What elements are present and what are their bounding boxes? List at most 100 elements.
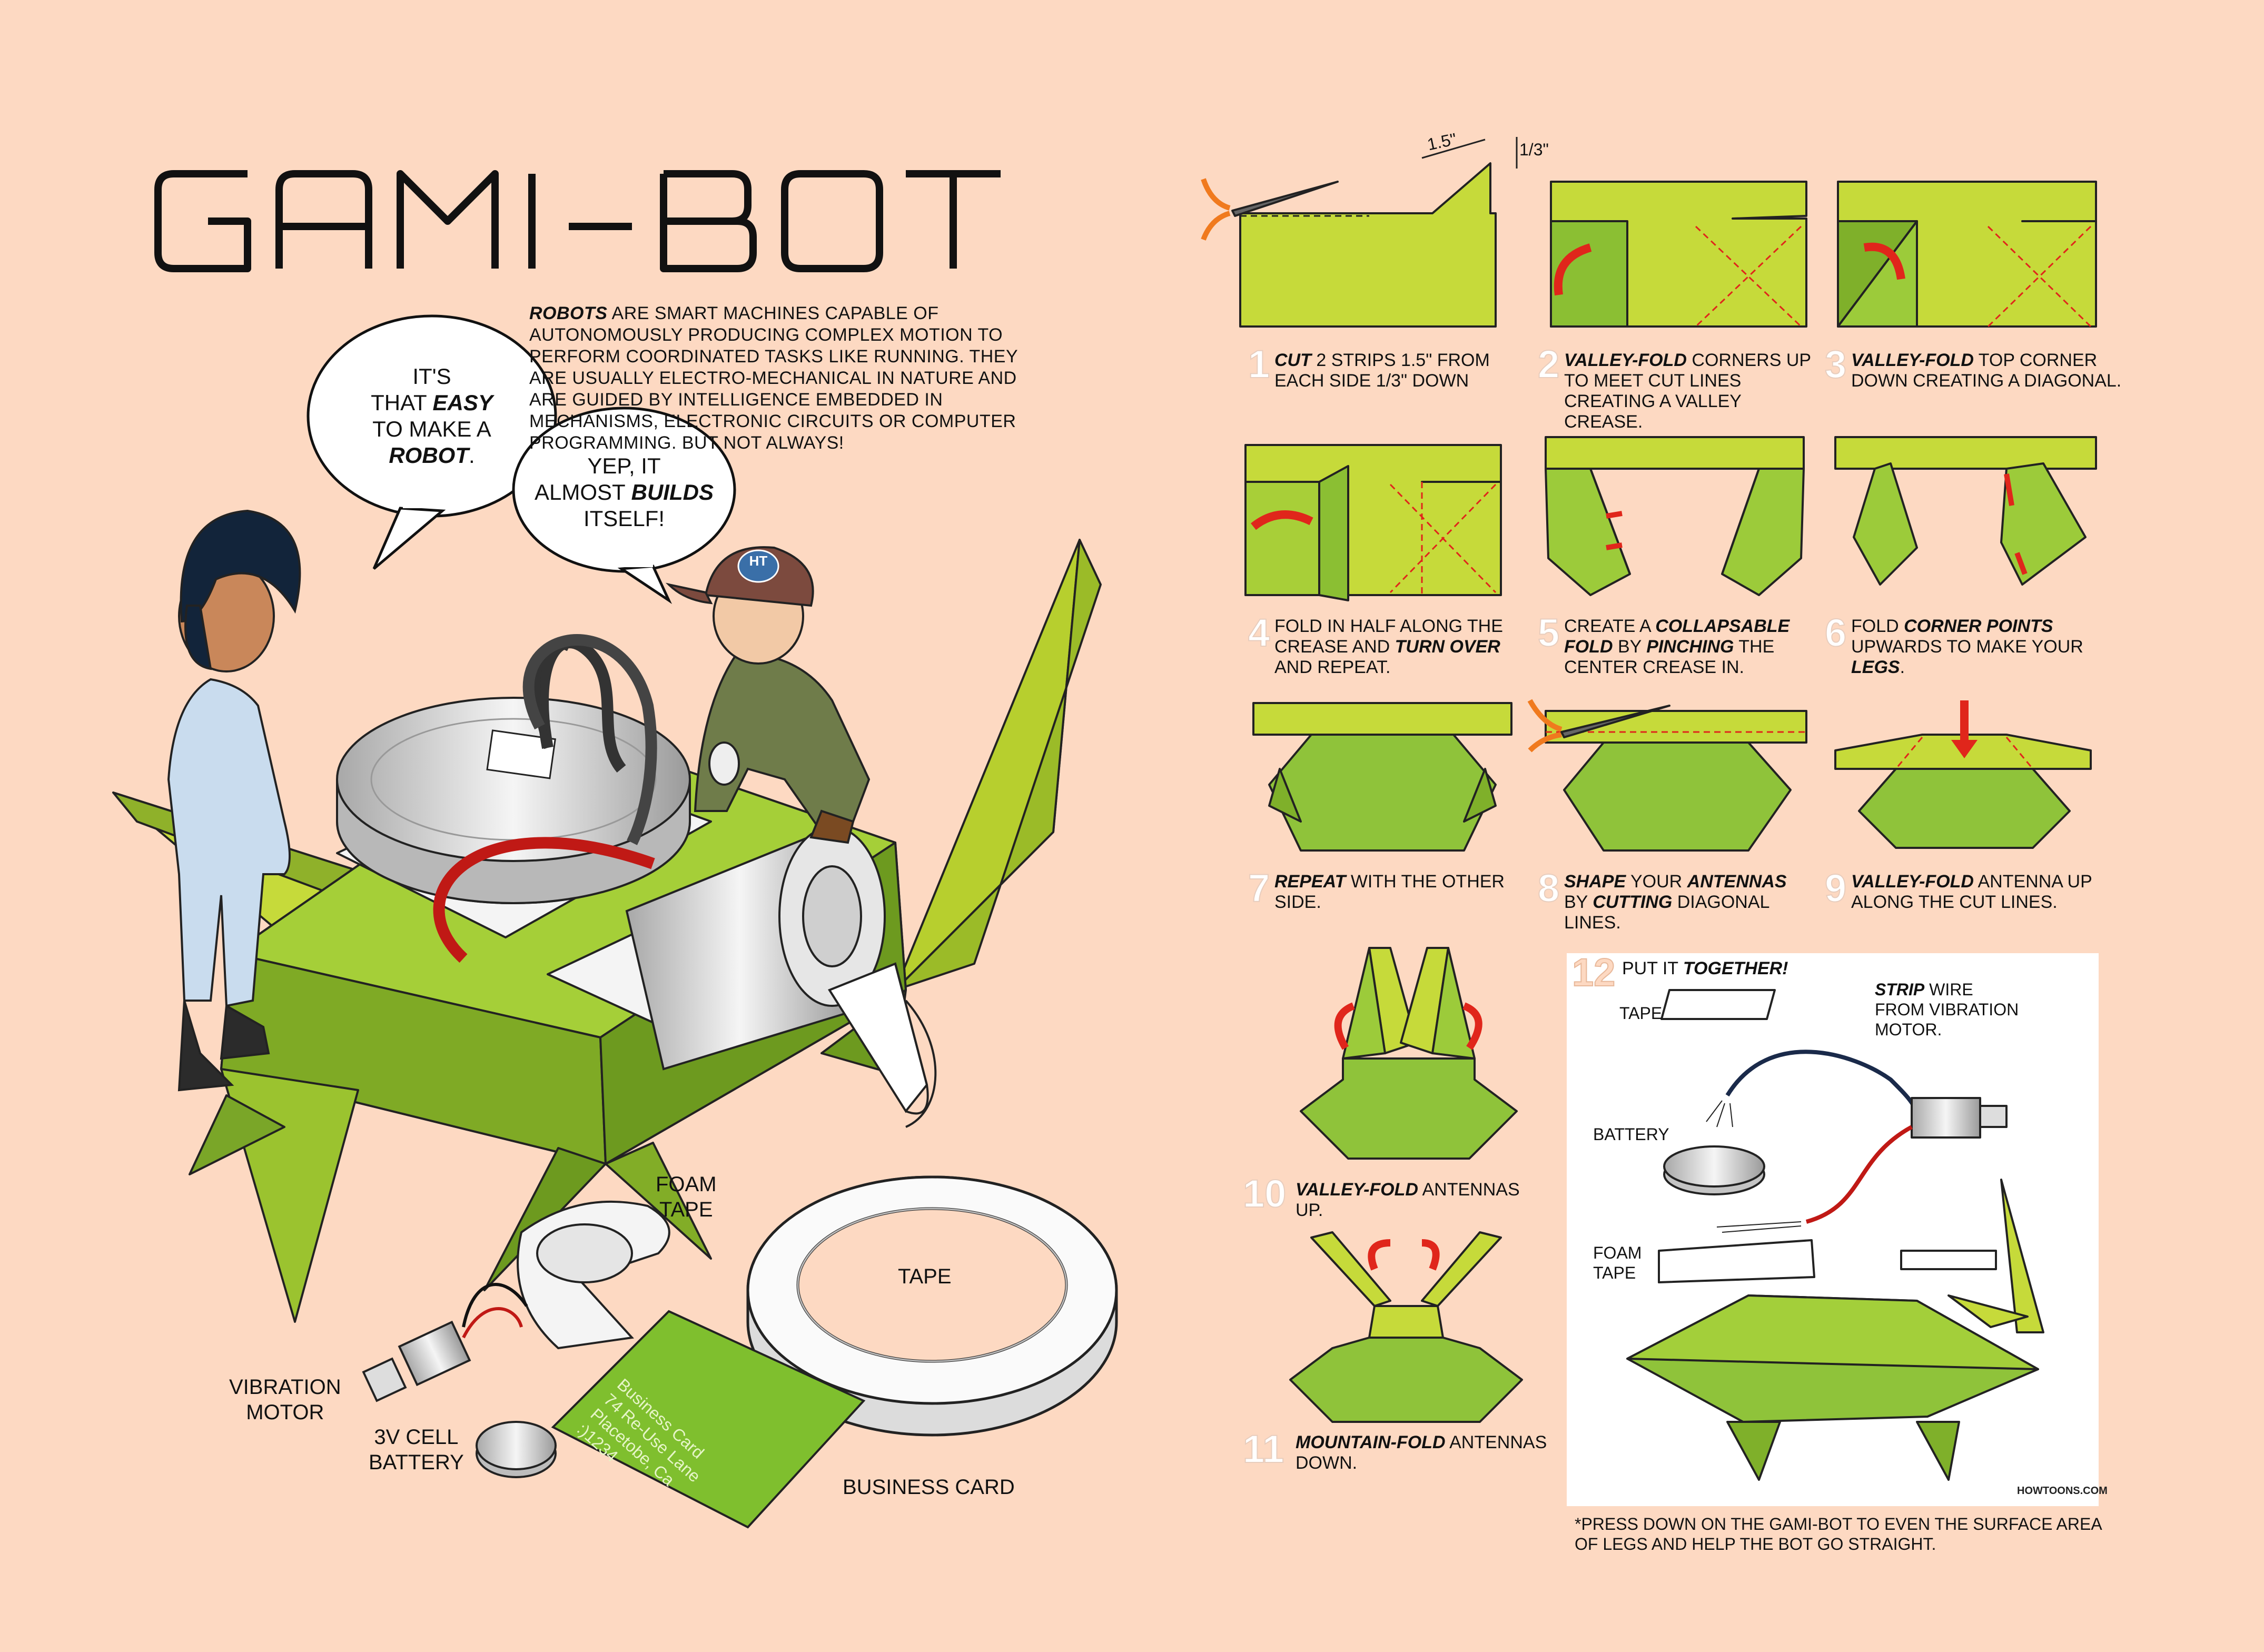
- wires-on-robot: [433, 634, 657, 963]
- step-5-text: CREATE A COLLAPSABLE FOLD BY PINCHING TH…: [1564, 616, 1812, 678]
- business-card-loose: [551, 1310, 866, 1529]
- assembly-strip-line-1: STRIP WIRE: [1875, 980, 2019, 1000]
- step-6-em2: LEGS: [1851, 657, 1900, 677]
- foam-tape-roll: [517, 1200, 670, 1350]
- vibration-motor-label-line-1: VIBRATION: [229, 1376, 341, 1399]
- vibration-motor-label-line-2: MOTOR: [246, 1401, 324, 1424]
- step-8-mid2: BY: [1564, 892, 1593, 912]
- step-2-em: VALLEY-FOLD: [1564, 350, 1687, 370]
- step-10-number: 10: [1242, 1172, 1287, 1215]
- intro-robots-word: ROBOTS: [529, 303, 608, 323]
- step-5-mid: BY: [1613, 637, 1647, 657]
- title-logo: [154, 170, 1001, 272]
- boy-character: [665, 546, 871, 844]
- howtoons-credit: HOWTOONS.COM: [2017, 1485, 2108, 1497]
- assembly-strip-line-2: FROM VIBRATION: [1875, 1000, 2019, 1019]
- step-7-text: REPEAT WITH THE OTHER SIDE.: [1274, 872, 1522, 913]
- step-5-em2: PINCHING: [1646, 637, 1734, 657]
- footnote: *PRESS DOWN ON THE GAMI-BOT TO EVEN THE …: [1575, 1515, 2101, 1554]
- assembly-strip-wire: WIRE: [1924, 980, 1973, 999]
- girl-bubble-line-4: ROBOT.: [337, 442, 527, 469]
- step-8-em: SHAPE: [1564, 872, 1626, 892]
- step-5-em: COLLAPSABLE FOLD: [1564, 616, 1790, 657]
- step-11-text: MOUNTAIN-FOLD ANTENNAS DOWN.: [1296, 1432, 1569, 1473]
- assembly-foam-line-2: TAPE: [1593, 1263, 1636, 1282]
- girl-bubble-text: IT'S THAT EASY TO MAKE A ROBOT.: [337, 363, 527, 469]
- step-3-number: 3: [1824, 342, 1847, 386]
- assembly-foam-line-1: FOAM: [1593, 1243, 1642, 1262]
- girl-bubble-robot: ROBOT: [389, 443, 469, 468]
- battery-label-line-1: 3V CELL: [374, 1426, 459, 1449]
- step-9-text: VALLEY-FOLD ANTENNA UP ALONG THE CUT LIN…: [1851, 872, 2099, 913]
- step-1-em: CUT: [1274, 350, 1311, 370]
- assembly-battery-label: BATTERY: [1593, 1125, 1669, 1144]
- step-4-text: FOLD IN HALF ALONG THE CREASE AND TURN O…: [1274, 616, 1527, 678]
- step-4-diagram: [1244, 444, 1502, 601]
- girl-bubble-line-1: IT'S: [412, 364, 451, 389]
- step-9-em: VALLEY-FOLD: [1851, 872, 1974, 892]
- step-6-diagram: [1834, 436, 2097, 586]
- tape-label: TAPE: [898, 1265, 952, 1288]
- step-10-diagram: [1300, 947, 1518, 1160]
- assembly-put: PUT IT: [1622, 958, 1683, 978]
- step-10-body: ANTENNAS UP.: [1296, 1180, 1520, 1220]
- coin-battery-loose: [476, 1421, 557, 1478]
- step-11-diagram: [1289, 1231, 1523, 1423]
- step-11-number: 11: [1242, 1427, 1284, 1471]
- step-8-text: SHAPE YOUR ANTENNAS BY CUTTING DIAGONAL …: [1564, 872, 1812, 933]
- step-7-diagram: [1252, 702, 1512, 852]
- assembly-strip-label: STRIP WIRE FROM VIBRATION MOTOR.: [1875, 980, 2019, 1040]
- boy-bubble-almost: ALMOST: [535, 480, 631, 504]
- assembly-strip-line-3: MOTOR.: [1875, 1020, 1942, 1039]
- step-1-number: 1: [1248, 342, 1270, 386]
- speech-bubble-girl: [307, 314, 557, 570]
- girl-bubble-period: .: [468, 443, 475, 468]
- foam-tape-label-line-1: FOAM: [656, 1173, 717, 1196]
- step-6-body: .: [1900, 657, 1905, 677]
- speech-bubble-boy: [512, 407, 736, 604]
- girl-bubble-easy: EASY: [432, 390, 493, 415]
- step-10-text: VALLEY-FOLD ANTENNAS UP.: [1296, 1180, 1548, 1221]
- step-5-number: 5: [1537, 611, 1560, 655]
- foam-tape-label-line-2: TAPE: [659, 1198, 713, 1221]
- girl-bubble-that: THAT: [371, 390, 433, 415]
- step-1-body: 2 STRIPS 1.5" FROM EACH SIDE 1/3" DOWN: [1274, 350, 1490, 391]
- assembly-panel: [1567, 953, 2099, 1506]
- step-8-mid: YOUR: [1626, 872, 1687, 892]
- step-7-body: WITH THE OTHER SIDE.: [1274, 872, 1505, 912]
- battery-on-robot: [336, 697, 691, 904]
- intro-text: ARE SMART MACHINES CAPABLE OF AUTONOMOUS…: [529, 303, 1018, 453]
- step-11-em: MOUNTAIN-FOLD: [1296, 1432, 1446, 1452]
- vibration-motor-label: VIBRATION MOTOR: [229, 1374, 341, 1425]
- step-10-em: VALLEY-FOLD: [1296, 1180, 1418, 1200]
- assembly-heading: PUT IT TOGETHER!: [1622, 958, 1788, 979]
- step-2-body: CORNERS UP TO MEET CUT LINES CREATING A …: [1564, 350, 1811, 432]
- step-4-number: 4: [1248, 611, 1270, 655]
- step-4-em: TURN OVER: [1395, 637, 1500, 657]
- battery-label: 3V CELL BATTERY: [369, 1425, 464, 1475]
- dimension-depth: 1/3": [1519, 140, 1549, 159]
- step-9-diagram: [1834, 700, 2092, 849]
- step-6-number: 6: [1824, 611, 1847, 655]
- assembly-strip-em: STRIP: [1875, 980, 1925, 999]
- step-2-text: VALLEY-FOLD CORNERS UP TO MEET CUT LINES…: [1564, 350, 1812, 432]
- step-3-body: TOP CORNER DOWN CREATING A DIAGONAL.: [1851, 350, 2122, 391]
- intro-paragraph: ROBOTS ARE SMART MACHINES CAPABLE OF AUT…: [529, 303, 1030, 454]
- step-2-number: 2: [1537, 342, 1560, 386]
- tape-roll: [746, 1175, 1118, 1437]
- step-4-body: AND REPEAT.: [1274, 657, 1391, 677]
- foam-tape-label: FOAM TAPE: [656, 1172, 717, 1222]
- step-6-pre: FOLD: [1851, 616, 1904, 636]
- step-5-pre: CREATE A: [1564, 616, 1656, 636]
- vibration-motor-loose: [362, 1283, 528, 1402]
- step-7-em: REPEAT: [1274, 872, 1346, 892]
- step-6-em: CORNER POINTS: [1904, 616, 2053, 636]
- step-3-text: VALLEY-FOLD TOP CORNER DOWN CREATING A D…: [1851, 350, 2125, 391]
- assembly-together: TOGETHER!: [1683, 958, 1788, 978]
- assembly-foam-label: FOAM TAPE: [1593, 1243, 1642, 1283]
- motor-on-robot: [625, 826, 937, 1128]
- step-8-em2: ANTENNAS: [1687, 872, 1787, 892]
- battery-label-line-2: BATTERY: [369, 1451, 464, 1474]
- step-11-body: ANTENNAS DOWN.: [1296, 1432, 1547, 1473]
